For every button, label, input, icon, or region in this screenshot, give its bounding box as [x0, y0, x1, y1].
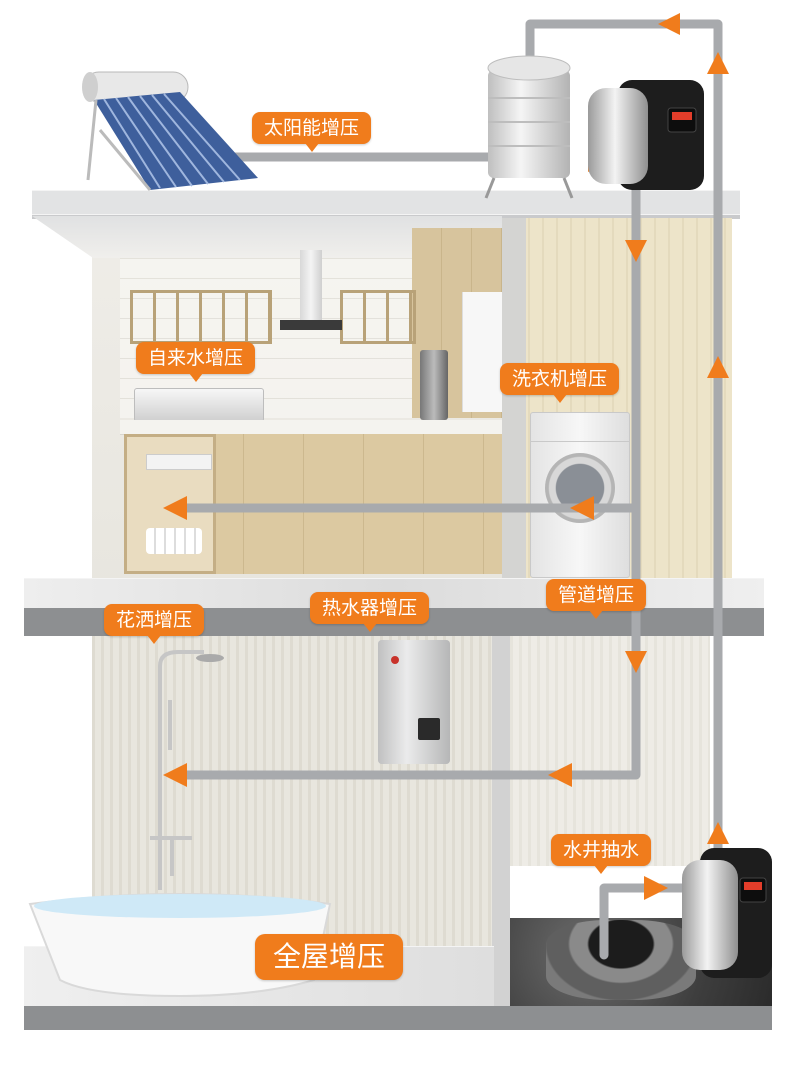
label-tap-water: 自来水增压 [136, 342, 256, 382]
water-tank-icon [484, 55, 574, 199]
booster-pump-icon [588, 80, 704, 190]
arrow-icon [707, 822, 729, 844]
arrow-icon [570, 496, 594, 520]
label-washing-machine: 洗衣机增压 [500, 363, 620, 403]
arrow-icon [625, 651, 647, 673]
label-solar: 太阳能增压 [252, 112, 372, 152]
range-hood-icon [300, 250, 322, 320]
label-well: 水井抽水 [551, 834, 652, 874]
arrow-icon [644, 876, 668, 900]
arrow-icon [163, 763, 187, 787]
arrow-icon [707, 52, 729, 74]
arrow-icon [707, 356, 729, 378]
kitchen-shelf-right [340, 290, 416, 344]
label-pipeline: 管道增压 [546, 579, 647, 619]
plates [146, 528, 202, 554]
laundry-partition [502, 218, 526, 578]
pipe-top-loop [525, 19, 723, 885]
arrow-icon [658, 13, 680, 35]
water-well-icon [546, 920, 696, 1000]
roof-slab [32, 190, 740, 217]
shower-head [196, 654, 224, 662]
arrow-icon [625, 240, 647, 262]
flow-arrows [163, 13, 729, 900]
bathroom-column [492, 636, 510, 1006]
gas-water-heater-icon [378, 640, 450, 764]
label-water-heater: 热水器增压 [310, 592, 430, 632]
books [146, 454, 212, 470]
grinder [420, 350, 448, 420]
label-whole-house: 全屋增压 [255, 934, 404, 980]
floor-0-face [24, 1006, 772, 1030]
shower-icon [150, 650, 204, 890]
range-hood-base [280, 320, 342, 330]
fridge [462, 292, 503, 412]
solar-water-heater-icon [82, 71, 258, 191]
arrow-icon [548, 763, 572, 787]
label-shower: 花洒增压 [104, 604, 205, 644]
right-room-wall [510, 636, 710, 866]
booster-pump-icon [682, 848, 772, 978]
arrow-icon [163, 496, 187, 520]
